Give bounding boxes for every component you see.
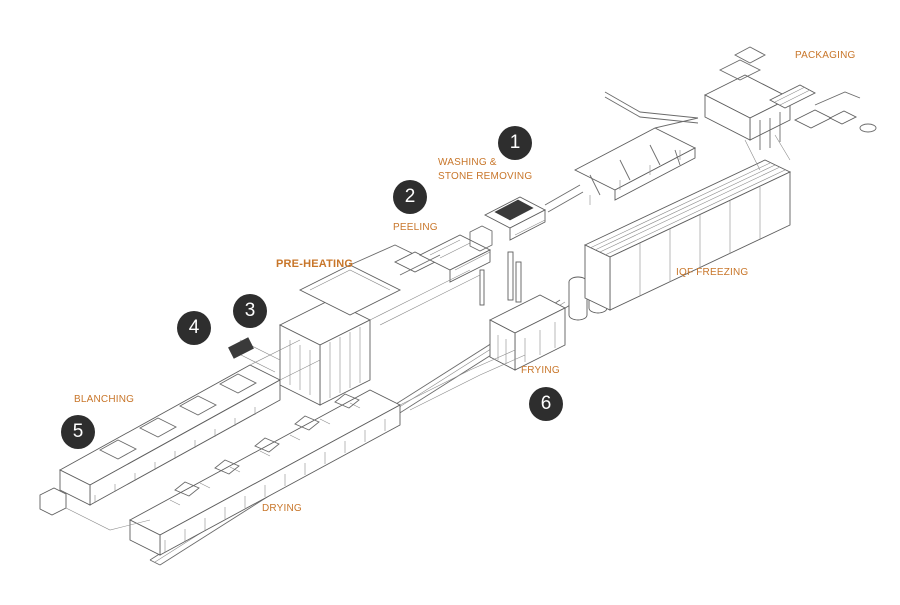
iqf-freezer <box>583 159 792 311</box>
label-peeling: PEELING <box>393 222 438 233</box>
washing-machine <box>484 184 584 241</box>
step-marker-2: 2 <box>393 180 427 214</box>
label-iqf-freezing: IQF FREEZING <box>676 267 749 278</box>
step-marker-1: 1 <box>498 126 532 160</box>
label-pre-heating: PRE-HEATING <box>276 258 354 270</box>
walkways <box>249 219 546 411</box>
label-blanching: BLANCHING <box>74 394 135 405</box>
label-washing-line2: STONE REMOVING <box>438 171 533 182</box>
peeling-machine <box>399 225 493 283</box>
label-frying: FRYING <box>521 365 560 376</box>
step-marker-5: 5 <box>61 415 95 449</box>
label-drying: DRYING <box>262 503 302 514</box>
step-marker-6: 6 <box>529 387 563 421</box>
pre-heating-station <box>228 244 437 406</box>
step-marker-4: 4 <box>177 311 211 345</box>
label-packaging: PACKAGING <box>795 50 856 61</box>
intake-hoppers <box>574 91 699 205</box>
label-washing-line1: WASHING & <box>438 157 497 168</box>
blanching-machine <box>39 364 281 531</box>
step-marker-3: 3 <box>233 294 267 328</box>
drying-machine <box>129 389 401 556</box>
packaging-station <box>704 46 877 171</box>
